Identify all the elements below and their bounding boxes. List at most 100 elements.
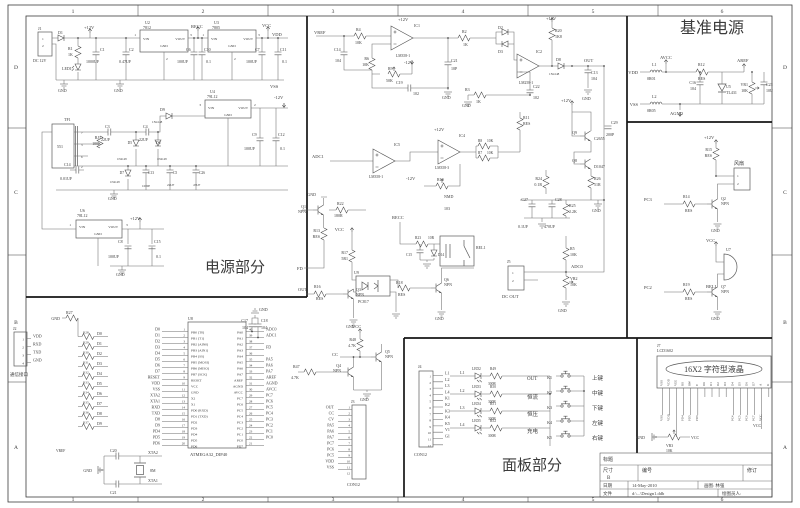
j4-pin-numbers: 5 bbox=[429, 400, 431, 404]
npn-symbol bbox=[430, 282, 442, 294]
schematic-label: 1K8 bbox=[555, 34, 562, 39]
schematic-label: 1N4148 bbox=[117, 157, 127, 161]
pot-symbol bbox=[667, 429, 681, 441]
junction-dot bbox=[197, 37, 199, 39]
schematic-label: RECC bbox=[191, 24, 203, 29]
schematic-label: R10 bbox=[437, 177, 444, 182]
cap-symbol bbox=[122, 51, 130, 56]
mcu-left-nets: PD4 bbox=[153, 429, 160, 434]
gnd-symbol bbox=[391, 313, 401, 319]
title-block-date-value: 14-May-2010 bbox=[632, 483, 657, 488]
ladder-refs: R36 bbox=[83, 411, 89, 415]
schematic-label: AGND bbox=[670, 111, 684, 116]
schematic-label: LED1 bbox=[62, 66, 72, 71]
mcu-right-pin-names: PC5 bbox=[237, 409, 243, 413]
mcu-left-pin-names: PD4 bbox=[191, 433, 197, 437]
schematic-label: GND bbox=[224, 113, 232, 117]
schematic-label: GND bbox=[51, 316, 60, 321]
schematic-label: K3 bbox=[547, 405, 552, 410]
mcu-left-pin-names: PB1 (T1) bbox=[191, 337, 205, 341]
cap-symbol bbox=[107, 128, 112, 136]
schematic-label: 0.47UF bbox=[119, 59, 132, 64]
schematic-label: 5 bbox=[592, 9, 595, 15]
junction-dot bbox=[195, 165, 197, 167]
schematic-label: R19 bbox=[683, 282, 690, 287]
schematic-label: RES bbox=[685, 296, 692, 301]
schematic-label: RES bbox=[398, 292, 405, 297]
schematic-label: D bbox=[783, 65, 787, 71]
schematic-label: RES bbox=[313, 234, 320, 239]
mcu-right-pin-names: PC4 bbox=[237, 415, 243, 419]
lcd-pin-names: RS bbox=[681, 382, 685, 386]
schematic-label: LED2 bbox=[472, 367, 481, 371]
schematic-label: 0R01 bbox=[647, 76, 656, 81]
j4-pin-numbers: 1 bbox=[429, 375, 431, 379]
cap-symbol bbox=[190, 51, 198, 56]
schematic-label: DC 12V bbox=[33, 58, 47, 63]
mcu-left-pin-names: PB2 (AIN0) bbox=[191, 343, 209, 347]
schematic-label: NPN bbox=[356, 292, 364, 297]
mcu-left-nets: RXD bbox=[152, 405, 161, 410]
schematic-label: VOUT bbox=[243, 37, 254, 41]
schematic-label: 10U bbox=[766, 88, 773, 93]
schematic-label: J5 bbox=[507, 259, 511, 264]
resh-symbol bbox=[320, 227, 328, 241]
mcu-part-label: ATMEGA32_DIP40 bbox=[190, 452, 228, 457]
schematic-label: L4 bbox=[460, 422, 464, 427]
j4-nets: L4 bbox=[445, 389, 449, 394]
schematic-label: RES bbox=[698, 76, 705, 81]
schematic-label: L3 bbox=[460, 405, 464, 410]
mcu-left-pin-numbers: 1 bbox=[183, 328, 185, 332]
schematic-label: C6 bbox=[186, 47, 191, 52]
schematic-label: D3 bbox=[498, 49, 503, 54]
mcu-left-nets: D3 bbox=[155, 345, 160, 350]
schematic-label: 10K bbox=[355, 40, 362, 45]
schematic-label: 103 bbox=[444, 206, 450, 211]
title-block-size-value: B bbox=[607, 476, 611, 481]
mcu-right-pin-names: PA6 bbox=[237, 367, 243, 371]
schematic-label: LCD1602 bbox=[657, 348, 673, 353]
schematic-label: VOUT bbox=[175, 37, 186, 41]
schematic-label: 1000UF bbox=[86, 59, 100, 64]
schematic-label: R52 bbox=[490, 419, 496, 423]
schematic-label: 1N4148 bbox=[110, 180, 120, 184]
schematic-label: 3 bbox=[332, 497, 335, 503]
mcu-right-pin-names: AGND bbox=[233, 385, 244, 389]
junction-dot bbox=[343, 35, 345, 37]
title-block-number-label: 编号 bbox=[642, 467, 652, 474]
schematic-label: 1N4148 bbox=[157, 157, 167, 161]
schematic-label: 79L12 bbox=[207, 94, 217, 99]
cap-symbol bbox=[256, 137, 264, 142]
resh-symbol bbox=[415, 240, 429, 248]
lcd-pin-names: D2 bbox=[716, 382, 720, 386]
mcu-right-pin-numbers: 39 bbox=[249, 334, 253, 338]
mcu-right-pin-names: PA7 bbox=[237, 373, 243, 377]
schematic-label: C13 bbox=[148, 171, 154, 175]
schematic-label: ADC0 bbox=[571, 264, 584, 269]
mcu-left-pin-names: PB3 (AIN1) bbox=[191, 349, 209, 353]
mcu-right-pin-names: PC0 bbox=[237, 439, 243, 443]
npn-symbol bbox=[342, 288, 354, 300]
led-symbol bbox=[474, 407, 483, 418]
schematic-label: GND bbox=[582, 96, 591, 101]
schematic-label: 1 bbox=[69, 223, 71, 227]
mcu-left-nets: D5 bbox=[155, 357, 160, 362]
resh-symbol bbox=[682, 288, 696, 296]
schematic-label: +12V bbox=[84, 25, 95, 30]
mcu-right-nets: PC5 bbox=[266, 405, 273, 410]
j2-pin-numbers: 4 bbox=[22, 362, 24, 366]
mcu-right-nets: PA7 bbox=[266, 369, 273, 374]
schematic-label: 1N4148 bbox=[152, 120, 163, 124]
lcd-module-title: 16X2 字符型液晶 bbox=[684, 364, 744, 374]
ladder-nets: D6 bbox=[97, 391, 102, 396]
schematic-label: C1 bbox=[100, 47, 105, 52]
j3-nets: PA5 bbox=[327, 423, 334, 428]
mcu-left-pin-names: PB6 (MISO) bbox=[191, 367, 210, 371]
schematic-label: VR2 bbox=[570, 276, 578, 281]
cap-symbol bbox=[145, 128, 150, 136]
schematic-label: R3 bbox=[465, 87, 470, 92]
lcd-nets: PD5 bbox=[688, 415, 692, 421]
mcu-right-nets: PC0 bbox=[266, 435, 273, 440]
schematic-label: D9 bbox=[160, 107, 165, 112]
